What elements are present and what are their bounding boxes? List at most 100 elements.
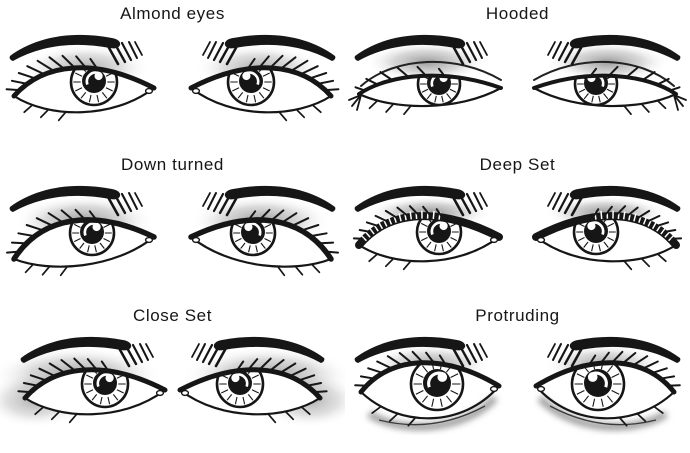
left-eye xyxy=(354,336,502,431)
pupil-highlight xyxy=(242,71,251,81)
lower-lashes xyxy=(276,263,321,277)
left-eye xyxy=(348,34,503,116)
upper-lashes xyxy=(352,205,443,240)
lid-crease xyxy=(533,60,675,87)
eye-pair-close-set-illustration xyxy=(0,302,345,453)
lower-lashes xyxy=(267,406,311,424)
eye-pair-svg-down-turned xyxy=(6,185,339,277)
lower-lid-line xyxy=(532,86,678,108)
panel-close-set: Close Set xyxy=(0,302,345,453)
eye-pair-svg-protruding xyxy=(354,336,681,431)
eyebrow xyxy=(354,336,488,368)
left-eye xyxy=(0,336,168,428)
upper-lashes xyxy=(247,54,340,91)
iris xyxy=(68,219,116,257)
left-eye xyxy=(6,185,157,277)
lower-lashes xyxy=(371,405,417,427)
pupil-highlight xyxy=(244,222,253,232)
tear-duct xyxy=(155,389,165,397)
panel-almond-eyes: Almond eyes xyxy=(0,0,345,151)
eyebrow xyxy=(547,185,681,217)
upper-lid-line xyxy=(22,367,168,401)
eyebrow xyxy=(547,336,681,368)
panel-down-turned: Down turned xyxy=(0,151,345,302)
upper-lashes xyxy=(236,357,328,393)
lower-lashes xyxy=(34,406,78,424)
lower-lid-line xyxy=(189,235,333,268)
eyebrow xyxy=(354,34,488,66)
eyebrow xyxy=(9,34,143,66)
lower-lid-line xyxy=(357,86,503,108)
upper-lid-line xyxy=(355,212,503,249)
tear-duct xyxy=(536,385,546,393)
iris xyxy=(80,369,130,409)
upper-lid-line xyxy=(177,367,323,401)
eyebrow xyxy=(191,336,325,368)
right-eye xyxy=(532,34,687,116)
lower-lid-line xyxy=(359,384,501,420)
upper-lashes xyxy=(354,350,446,387)
upper-lid-line xyxy=(188,217,334,262)
eye-pair-svg-hooded xyxy=(348,34,687,116)
eye-pair-down-turned-illustration xyxy=(0,151,345,302)
lower-lid-line xyxy=(534,235,678,263)
upper-lashes xyxy=(5,54,98,91)
eyebrow xyxy=(202,34,336,66)
pupil-highlight xyxy=(105,373,114,383)
panel-deep-set: Deep Set xyxy=(345,151,690,302)
lower-lashes xyxy=(618,405,664,427)
upper-lashes xyxy=(248,208,339,254)
pupil-highlight xyxy=(587,221,596,231)
eyebrow xyxy=(202,185,336,217)
eye-pair-almond-illustration xyxy=(0,0,345,151)
lower-lashes xyxy=(623,99,667,116)
pupil-highlight xyxy=(92,222,101,232)
upper-lid-line xyxy=(532,212,680,249)
iris xyxy=(570,362,626,412)
pupil-highlight xyxy=(94,71,103,81)
lower-lid-line xyxy=(12,235,156,268)
right-eye xyxy=(533,336,681,431)
pupil-highlight xyxy=(231,373,240,383)
eye-pair-hooded-illustration xyxy=(345,0,690,151)
pupil-highlight xyxy=(587,372,598,382)
outer-corner-lashes xyxy=(348,94,362,111)
pupil-highlight xyxy=(437,372,448,382)
upper-lashes xyxy=(6,208,97,254)
eye-pair-svg-deep-set xyxy=(352,185,683,271)
lid-crease xyxy=(360,60,502,87)
lower-lid-line xyxy=(12,86,156,114)
upper-lid-line xyxy=(11,65,157,99)
tear-duct xyxy=(191,236,201,244)
left-eye xyxy=(352,185,503,271)
eyebrow xyxy=(547,34,681,66)
lower-lashes xyxy=(368,99,412,116)
pupil-highlight xyxy=(439,221,448,231)
lower-lid-line xyxy=(534,384,676,420)
upper-lashes xyxy=(354,65,445,91)
eye-pair-protruding-illustration xyxy=(345,302,690,453)
lower-lashes xyxy=(368,253,412,271)
right-eye xyxy=(188,34,340,122)
eyebrow xyxy=(20,336,154,368)
upper-lid-line xyxy=(357,73,503,96)
eyebrow xyxy=(354,185,488,217)
panel-hooded: Hooded xyxy=(345,0,690,151)
upper-lashes xyxy=(589,350,681,387)
tear-duct xyxy=(191,87,201,95)
lower-lid-line xyxy=(23,388,167,416)
tear-duct xyxy=(180,389,190,397)
lower-lashes xyxy=(623,253,667,271)
tear-duct xyxy=(144,87,154,95)
lower-lashes xyxy=(278,104,322,122)
outer-corner-lashes xyxy=(673,94,687,111)
eye-pair-deep-set-illustration xyxy=(345,151,690,302)
upper-lid-line xyxy=(533,360,677,395)
lower-lid-line xyxy=(178,388,322,416)
tear-duct xyxy=(489,236,499,244)
upper-lashes xyxy=(17,357,109,393)
lower-lashes xyxy=(24,263,69,277)
iris xyxy=(409,362,465,412)
right-eye xyxy=(188,185,339,277)
tear-duct xyxy=(536,236,546,244)
